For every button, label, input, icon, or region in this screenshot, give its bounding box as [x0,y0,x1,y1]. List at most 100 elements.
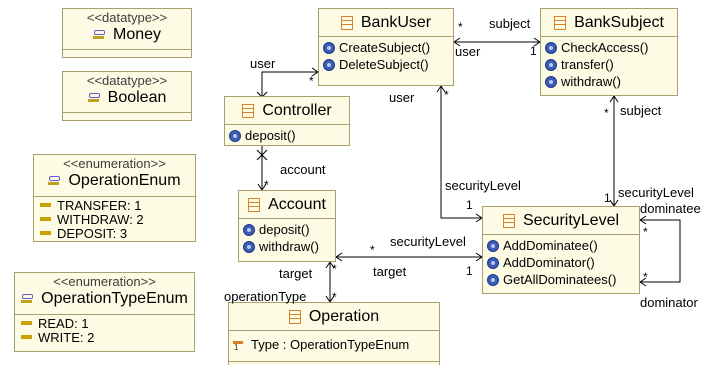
multiplicity: 1 [466,264,473,278]
multiplicity: 1 [604,191,611,205]
multiplicity: * [370,243,375,257]
operation-icon [243,223,255,236]
edge-securitylevel-self [640,219,681,283]
literal-icon [40,203,51,207]
class-icon [554,15,567,30]
role-label-target: target [279,266,313,281]
operation-row[interactable]: CheckAccess() [545,39,673,56]
class-icon [242,103,255,118]
edge-bankuser-securitylevel [440,86,482,219]
datatype-stereotype: <<datatype>> [86,73,168,88]
enum-literal: READ: 1 [19,316,190,331]
multiplicity: * [309,74,314,88]
enum-name: OperationEnum [68,172,181,189]
role-label-user: user [250,56,276,71]
operation-row[interactable]: withdraw() [243,238,331,255]
role-label-securitylevel: securityLevel [445,178,521,193]
role-label-dominator: dominator [640,295,698,310]
role-label-securitylevel: securityLevel [618,185,694,200]
datatype-boolean[interactable]: <<datatype>> Boolean [62,71,192,121]
enum-operationtypeenum[interactable]: <<enumeration>> OperationTypeEnum READ: … [14,272,195,352]
class-controller[interactable]: Controller deposit() [224,96,350,146]
enum-literal: WRITE: 2 [19,330,190,345]
class-name: BankSubject [574,13,664,31]
role-label-subject: subject [489,16,531,31]
role-label-user: user [455,44,481,59]
class-securitylevel[interactable]: SecurityLevel AddDominatee() AddDominato… [482,206,640,294]
operation-row[interactable]: GetAllDominatees() [487,271,635,288]
operation-icon [487,256,499,269]
class-account[interactable]: Account deposit() withdraw() [238,190,336,262]
attribute-icon [233,339,245,352]
operation-icon [545,41,557,54]
operation-row[interactable]: transfer() [545,56,673,73]
multiplicity: 1 [530,44,537,58]
operation-row[interactable]: withdraw() [545,73,673,90]
class-icon [248,197,261,212]
class-icon [340,15,353,30]
operation-row[interactable]: CreateSubject() [323,39,449,56]
class-name: SecurityLevel [522,211,620,229]
multiplicity: * [643,270,648,284]
attribute-row[interactable]: Type : OperationTypeEnum [233,336,435,353]
operation-row[interactable]: AddDominator() [487,254,635,271]
literal-icon [21,321,32,325]
literal-icon [21,335,32,339]
multiplicity: 1 [466,198,473,212]
role-label-operationtype: operationType [224,289,307,304]
operation-icon [229,129,241,142]
class-name: Controller [262,101,332,119]
enumeration-icon [48,176,61,186]
operation-icon [323,41,335,54]
multiplicity: * [444,88,449,102]
role-label-user: user [389,90,415,105]
enumeration-icon [21,294,34,304]
multiplicity: * [643,225,648,239]
edge-bankuser-controller [261,71,318,100]
enum-stereotype: <<enumeration>> [63,156,166,171]
multiplicity: * [332,262,337,276]
class-icon [502,213,515,228]
operation-icon [243,240,255,253]
enum-stereotype: <<enumeration>> [53,274,156,289]
class-bankuser[interactable]: BankUser CreateSubject() DeleteSubject() [318,8,454,86]
class-name: Account [268,195,326,213]
role-label-securitylevel: securityLevel [390,234,466,249]
multiplicity: * [332,290,337,304]
operation-icon [545,75,557,88]
datatype-money[interactable]: <<datatype>> Money [62,8,192,58]
role-label-account: account [280,162,326,177]
datatype-name: Money [112,26,162,43]
operation-icon [487,273,499,286]
multiplicity: * [458,20,463,34]
operation-icon [487,239,499,252]
datatype-icon [87,93,100,103]
literal-icon [40,231,51,235]
datatype-stereotype: <<datatype>> [86,10,168,25]
operation-row[interactable]: deposit() [243,221,331,238]
role-label-dominatee: dominatee [640,201,701,216]
role-label-subject: subject [620,103,662,118]
datatype-name: Boolean [107,89,167,106]
enum-literal: TRANSFER: 1 [38,198,191,213]
literal-icon [40,217,51,221]
role-label-target: target [373,264,407,279]
enum-literal: DEPOSIT: 3 [38,226,191,241]
datatype-icon [92,30,105,40]
enum-operationenum[interactable]: <<enumeration>> OperationEnum TRANSFER: … [33,154,196,242]
operation-icon [323,58,335,71]
class-operation[interactable]: Operation Type : OperationTypeEnum [228,302,440,365]
operation-row[interactable]: deposit() [229,127,345,144]
multiplicity: * [264,178,269,192]
enum-literal: WITHDRAW: 2 [38,212,191,227]
enum-name: OperationTypeEnum [41,290,188,307]
operation-row[interactable]: AddDominatee() [487,237,635,254]
class-banksubject[interactable]: BankSubject CheckAccess() transfer() wit… [540,8,678,96]
class-name: Operation [308,307,380,325]
operation-icon [545,58,557,71]
operation-row[interactable]: DeleteSubject() [323,56,449,73]
class-icon [288,309,301,324]
multiplicity: * [604,106,609,120]
class-name: BankUser [360,13,432,31]
